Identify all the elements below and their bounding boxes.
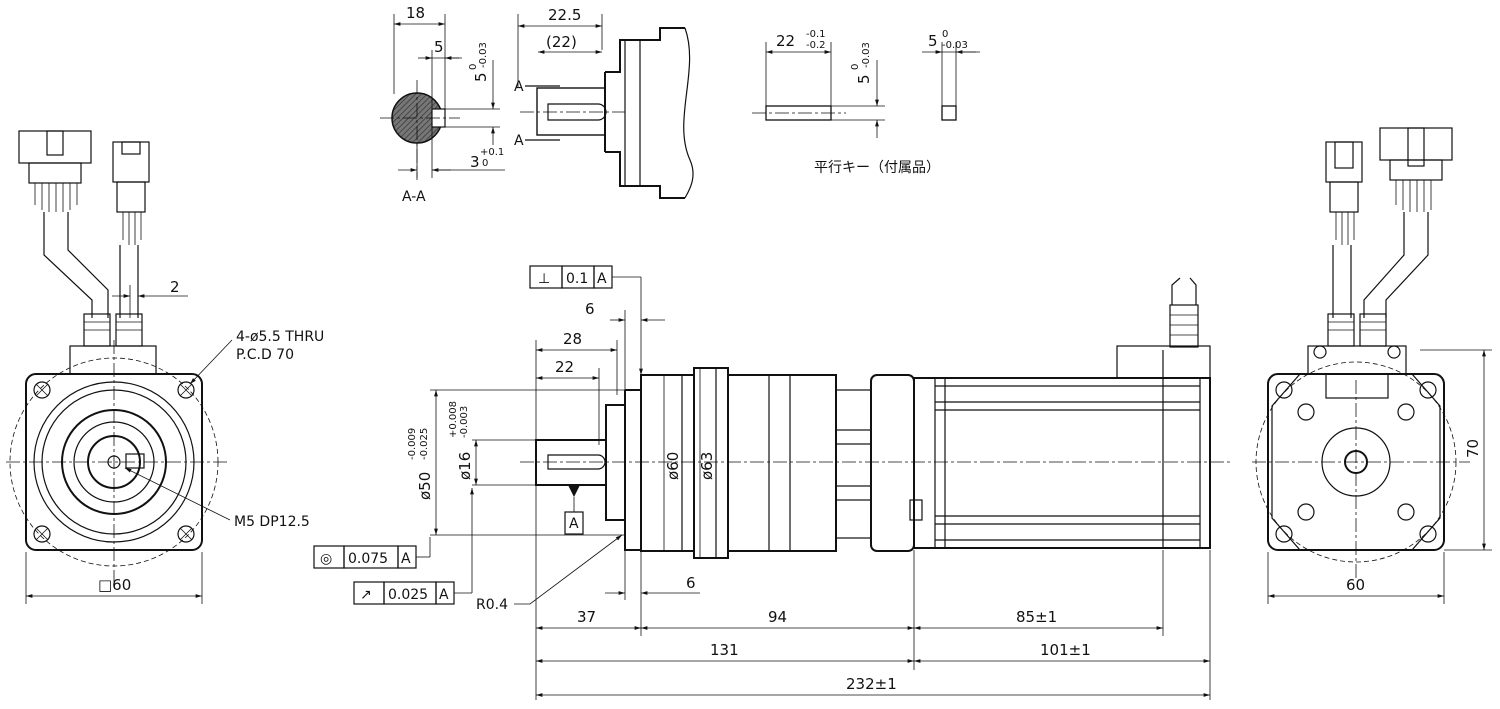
key-end-view	[941, 105, 957, 121]
runout-datum: A	[439, 587, 449, 603]
parallel-key-detail: 22 -0.1 -0.2 5 0 -0.03 5 0 -0.03 平行キー（付属…	[752, 29, 980, 176]
dim-22-5: 22.5	[548, 6, 581, 24]
dim-5-vertical-tol-up: 0	[468, 64, 479, 70]
shaft-body	[536, 87, 606, 136]
perp-symbol: ⊥	[538, 271, 550, 287]
conc-symbol: ◎	[320, 551, 332, 567]
side-view: ⊥ 0.1 A 6 28 22 ø50 -0.009 -0.025 ø16 +0…	[313, 265, 1230, 700]
gearbox-body	[727, 374, 837, 552]
dim-3: 3	[470, 153, 480, 171]
concentricity-frame: ◎ 0.075 A	[313, 537, 431, 569]
dim-6-bottom: 6	[686, 574, 696, 592]
dim-6-top: 6	[585, 300, 595, 318]
perpendicularity-frame: ⊥ 0.1 A	[529, 265, 643, 375]
connector-small	[112, 141, 150, 318]
dim-232: 232±1	[846, 675, 897, 693]
section-a-a-view: 18 5 5 0 -0.03 3 +0.1 0 A-A	[380, 4, 505, 205]
key-width-tol-lo: -0.03	[942, 40, 968, 51]
tap-note: M5 DP12.5	[234, 514, 310, 530]
key-caption: 平行キー（付属品）	[814, 160, 940, 176]
key-height-tol-lo: -0.03	[861, 42, 872, 68]
dia-16: ø16	[456, 452, 474, 480]
section-mark-bottom: A	[514, 133, 524, 149]
dim-22-ref: (22)	[546, 33, 577, 51]
dim-3-tol-up: +0.1	[480, 147, 504, 158]
dim-18: 18	[406, 4, 425, 22]
dim-22: 22	[555, 358, 574, 376]
dim-94: 94	[768, 608, 787, 626]
key-length-tol-up: -0.1	[806, 29, 826, 40]
datum-label: A	[569, 516, 579, 532]
motor-flange	[870, 374, 915, 552]
dia-60: ø60	[664, 452, 682, 480]
front-view: 2 4-ø5.5 THRU P.C.D 70 M5 DP12.5 □60	[6, 130, 324, 604]
output-shaft	[535, 439, 607, 486]
conc-value: 0.075	[348, 551, 388, 567]
runout-frame: ↗ 0.025 A	[353, 488, 474, 605]
dia-16-tol-up: +0.008	[448, 401, 459, 438]
rear-view: 70 60	[1252, 127, 1492, 604]
holes-note-line2: P.C.D 70	[236, 347, 294, 363]
key-length-dim: 22	[776, 32, 795, 50]
runout-symbol: ↗	[360, 587, 372, 603]
dim-3-tol-lo: 0	[482, 158, 488, 169]
key-width-dim: 5	[928, 32, 938, 50]
dim-28: 28	[563, 330, 582, 348]
perp-value: 0.1	[566, 271, 588, 287]
dim-2: 2	[170, 278, 180, 296]
rear-dim-60: 60	[1346, 576, 1365, 594]
section-mark-top: A	[514, 79, 524, 95]
section-label: A-A	[402, 189, 426, 205]
dim-37: 37	[577, 608, 596, 626]
shaft-detail-view: 22.5 (22) A A	[514, 6, 694, 199]
dim-101: 101±1	[1040, 641, 1091, 659]
dim-5-vertical-tol-lo: -0.03	[478, 42, 489, 68]
connector-large	[18, 130, 109, 318]
holes-note-line1: 4-ø5.5 THRU	[236, 329, 324, 345]
dia-63: ø63	[698, 452, 716, 480]
key-width-tol-up: 0	[942, 29, 948, 40]
dia-50-tol-up: -0.009	[407, 428, 418, 460]
dim-131: 131	[710, 641, 739, 659]
key-length-tol-lo: -0.2	[806, 40, 826, 51]
conc-datum: A	[401, 551, 411, 567]
motor-body	[913, 377, 1211, 549]
key-height-tol-up: 0	[850, 64, 861, 70]
perp-datum: A	[597, 271, 607, 287]
dia-16-tol-lo: -0.003	[459, 406, 470, 438]
radius-note: R0.4	[476, 597, 508, 613]
runout-value: 0.025	[388, 587, 428, 603]
key-height-dim: 5	[855, 74, 873, 84]
dim-85: 85±1	[1016, 608, 1057, 626]
rear-connector-small	[1325, 141, 1363, 318]
rear-connector-large	[1363, 127, 1453, 318]
rear-dim-70: 70	[1464, 439, 1482, 458]
dim-5-vertical: 5	[472, 72, 490, 82]
dia-50: ø50	[416, 472, 434, 500]
dim-5: 5	[434, 38, 444, 56]
dia-50-tol-lo: -0.025	[419, 428, 430, 460]
square-dim: □60	[98, 576, 131, 594]
